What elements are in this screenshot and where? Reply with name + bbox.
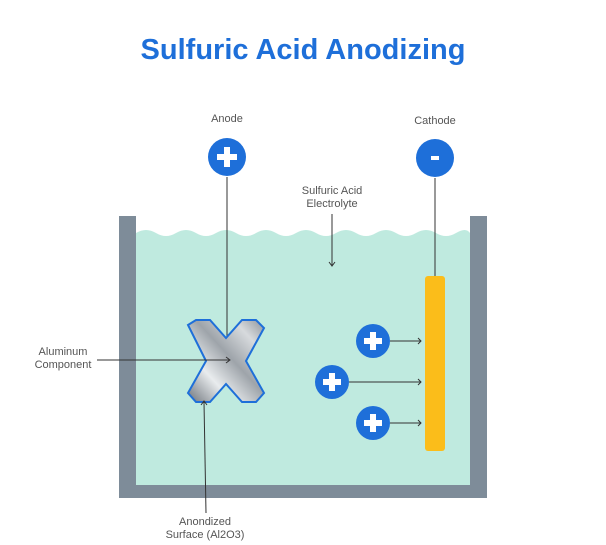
electrolyte-label-line2: Electrolyte [306,198,358,210]
ion-arrows [349,337,422,427]
component-label-line2: Component [34,359,92,371]
diagram-title: Sulfuric Acid Anodizing [140,34,466,66]
aluminum-component [186,319,266,403]
positive-ion-icon [356,324,390,358]
positive-ion-icon [356,406,390,440]
cathode-rod [425,276,445,451]
component-label-line1: Aluminum [38,346,88,358]
anode-terminal-icon [208,138,246,176]
surface-pointer [203,401,207,514]
electrolyte-label-line1: Sulfuric Acid [301,185,363,197]
surface-label-line2: Surface (Al2O3) [165,529,245,541]
cathode-terminal-icon [416,139,454,177]
anode-label: Anode [211,113,243,125]
surface-label-line1: Anondized [179,516,231,528]
electrolyte-liquid [136,230,470,485]
cathode-label: Cathode [414,115,456,127]
positive-ion-icon [315,365,349,399]
